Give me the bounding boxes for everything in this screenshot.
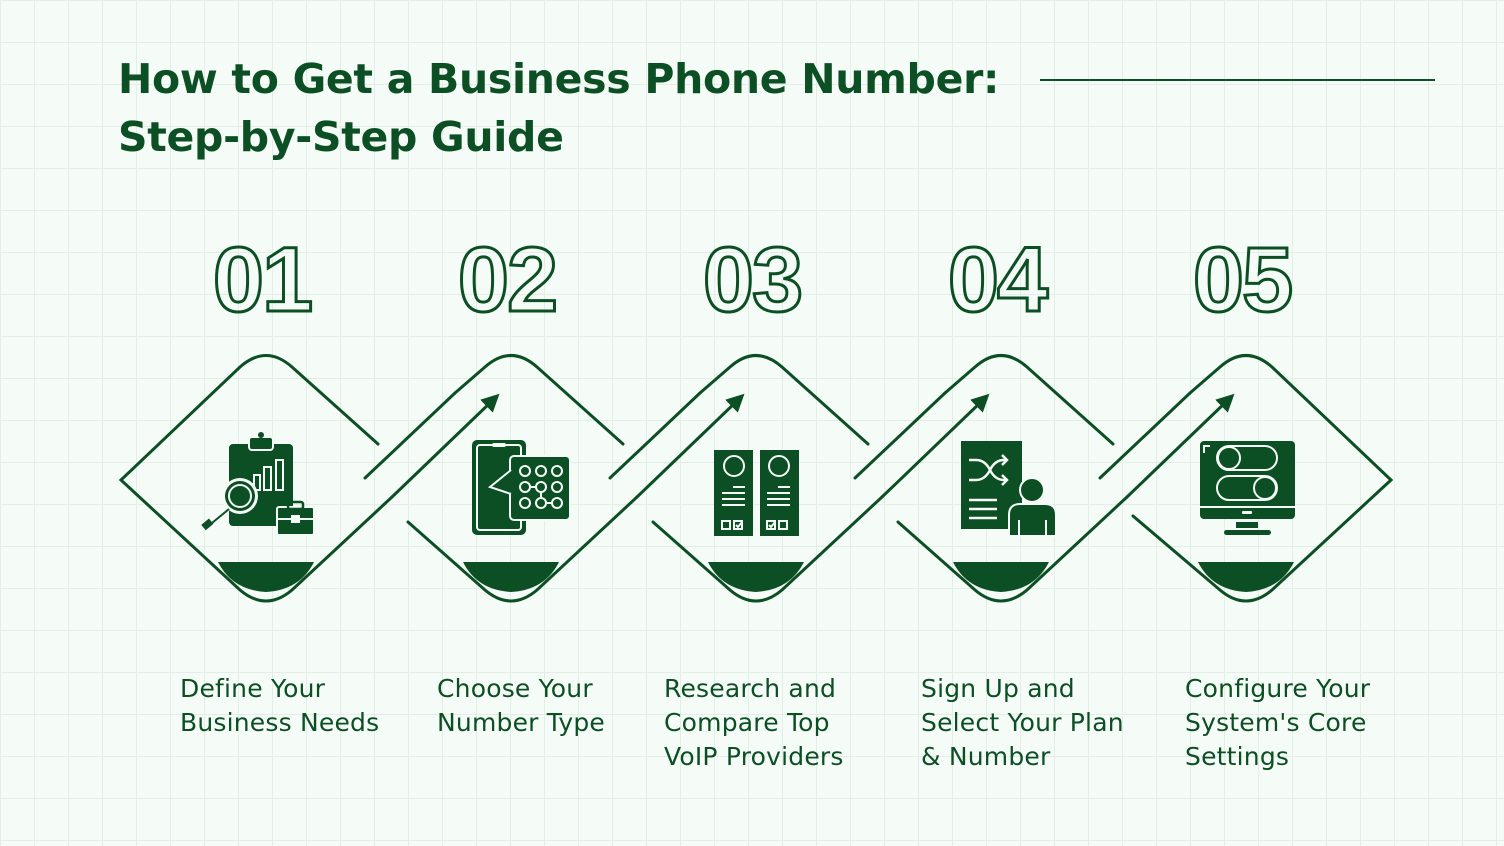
step-label-4: Sign Up and Select Your Plan & Number [921,674,1124,771]
title-line-1: How to Get a Business Phone Number: [118,55,1000,103]
step-number-1: 01 [211,228,314,333]
step-label-3: Research and Compare Top VoIP Providers [664,674,844,771]
arrow-to-step-2 [390,393,500,499]
title-divider [1040,79,1435,81]
step-1-frame [118,354,394,603]
monitor-toggles-icon [1200,441,1295,535]
document-shuffle-user-icon [961,441,1057,537]
page-title: How to Get a Business Phone Number: Step… [118,50,999,166]
step-number-5: 05 [1191,228,1294,333]
step-number-2: 02 [456,228,559,333]
step-number-3: 03 [701,228,804,333]
connector-line [363,391,457,480]
clipboard-chart-magnifier-briefcase-icon [201,432,315,536]
title-line-2: Step-by-Step Guide [118,113,564,161]
step-label-2: Choose Your Number Type [437,674,605,737]
step-base-shapes [218,562,1294,592]
step-number-4: 04 [946,228,1049,333]
smartphone-keypad-icon [472,440,571,535]
compare-documents-icon [714,450,799,536]
step-label-5: Configure Your System's Core Settings [1185,674,1371,771]
step-label-1: Define Your Business Needs [180,674,380,737]
